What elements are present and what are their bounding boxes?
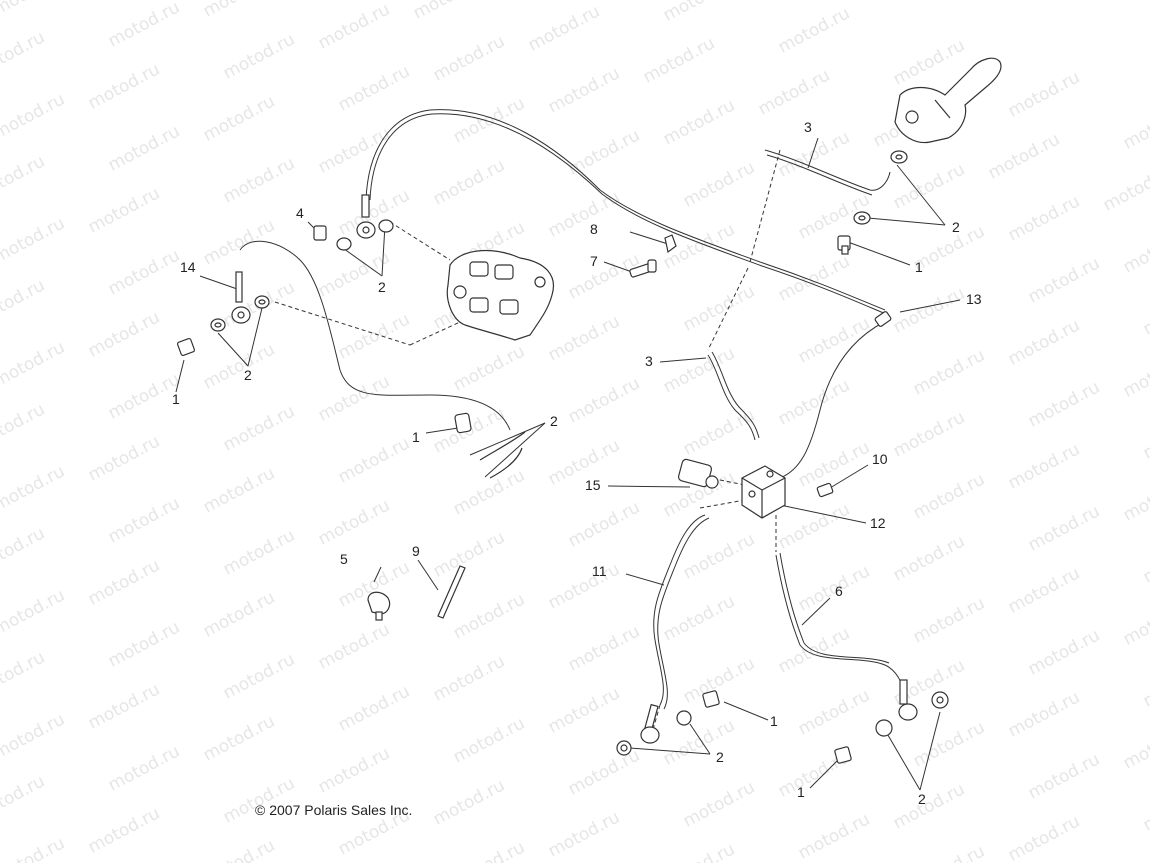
clip-5: [367, 591, 391, 621]
rear-brake-line: [365, 109, 886, 311]
copyright-notice: © 2007 Polaris Sales Inc.: [255, 802, 413, 818]
bracket-8: [664, 234, 677, 254]
callout-10: 10: [872, 451, 888, 467]
callout-1: 1: [412, 429, 420, 445]
brake-hose-3-upper: [764, 149, 891, 191]
hose-end-upper: [336, 194, 394, 251]
callout-9: 9: [412, 543, 420, 559]
callout-2: 2: [378, 279, 386, 295]
tie-strap-9: [437, 565, 466, 619]
hose-lines: [239, 109, 907, 710]
callout-6: 6: [835, 583, 843, 599]
callout-2: 2: [716, 749, 724, 765]
washers-left: [210, 295, 270, 332]
banjo-bolt-mid: [454, 412, 472, 434]
callout-14: 14: [180, 259, 196, 275]
callout-3: 3: [645, 353, 653, 369]
callout-4: 4: [296, 205, 304, 221]
banjo-bolt-top: [837, 235, 851, 255]
callout-15: 15: [585, 477, 601, 493]
callout-1: 1: [172, 391, 180, 407]
fitting-13: [874, 311, 892, 327]
hose-end-lower-right: [875, 679, 949, 737]
callout-13: 13: [966, 291, 982, 307]
banjo-bolt-lower-left: [702, 690, 720, 708]
callout-12: 12: [870, 515, 886, 531]
brake-switch-15: [677, 458, 719, 489]
callout-11: 11: [592, 563, 607, 579]
brake-caliper: [446, 249, 554, 341]
leader-lines: [175, 137, 961, 791]
callout-5: 5: [340, 551, 348, 567]
brake-hose-3-lower: [707, 354, 756, 441]
callout-1: 1: [770, 713, 778, 729]
brake-hose-13: [779, 321, 885, 479]
hose-end-lower-left: [616, 703, 692, 756]
callout-7: 7: [590, 253, 598, 269]
callout-1: 1: [915, 259, 923, 275]
callout-2: 2: [918, 791, 926, 807]
banjo-bolt-lower-right: [834, 746, 852, 764]
callout-8: 8: [590, 221, 598, 237]
hose-end-14: [231, 271, 251, 324]
brake-hose-6: [775, 554, 907, 706]
brake-hose-11: [653, 514, 706, 706]
banjo-bolt-left: [176, 337, 196, 357]
callout-1: 1: [797, 784, 805, 800]
callout-2: 2: [952, 219, 960, 235]
callout-3: 3: [804, 119, 812, 135]
banjo-bolt-4: [313, 225, 327, 241]
callout-2: 2: [550, 413, 558, 429]
fitting-10: [816, 482, 834, 498]
junction-block-12: [741, 465, 786, 519]
bolt-7: [629, 259, 657, 278]
master-cylinder: [894, 57, 1002, 144]
callout-labels: 3 2 1 8 7 4 2 14 2 1 13 3 1 2 10 15 12 5…: [172, 119, 982, 807]
washers-mid: [479, 431, 526, 479]
brake-hose-14: [239, 240, 511, 431]
washers-master: [853, 150, 908, 225]
callout-2: 2: [244, 367, 252, 383]
